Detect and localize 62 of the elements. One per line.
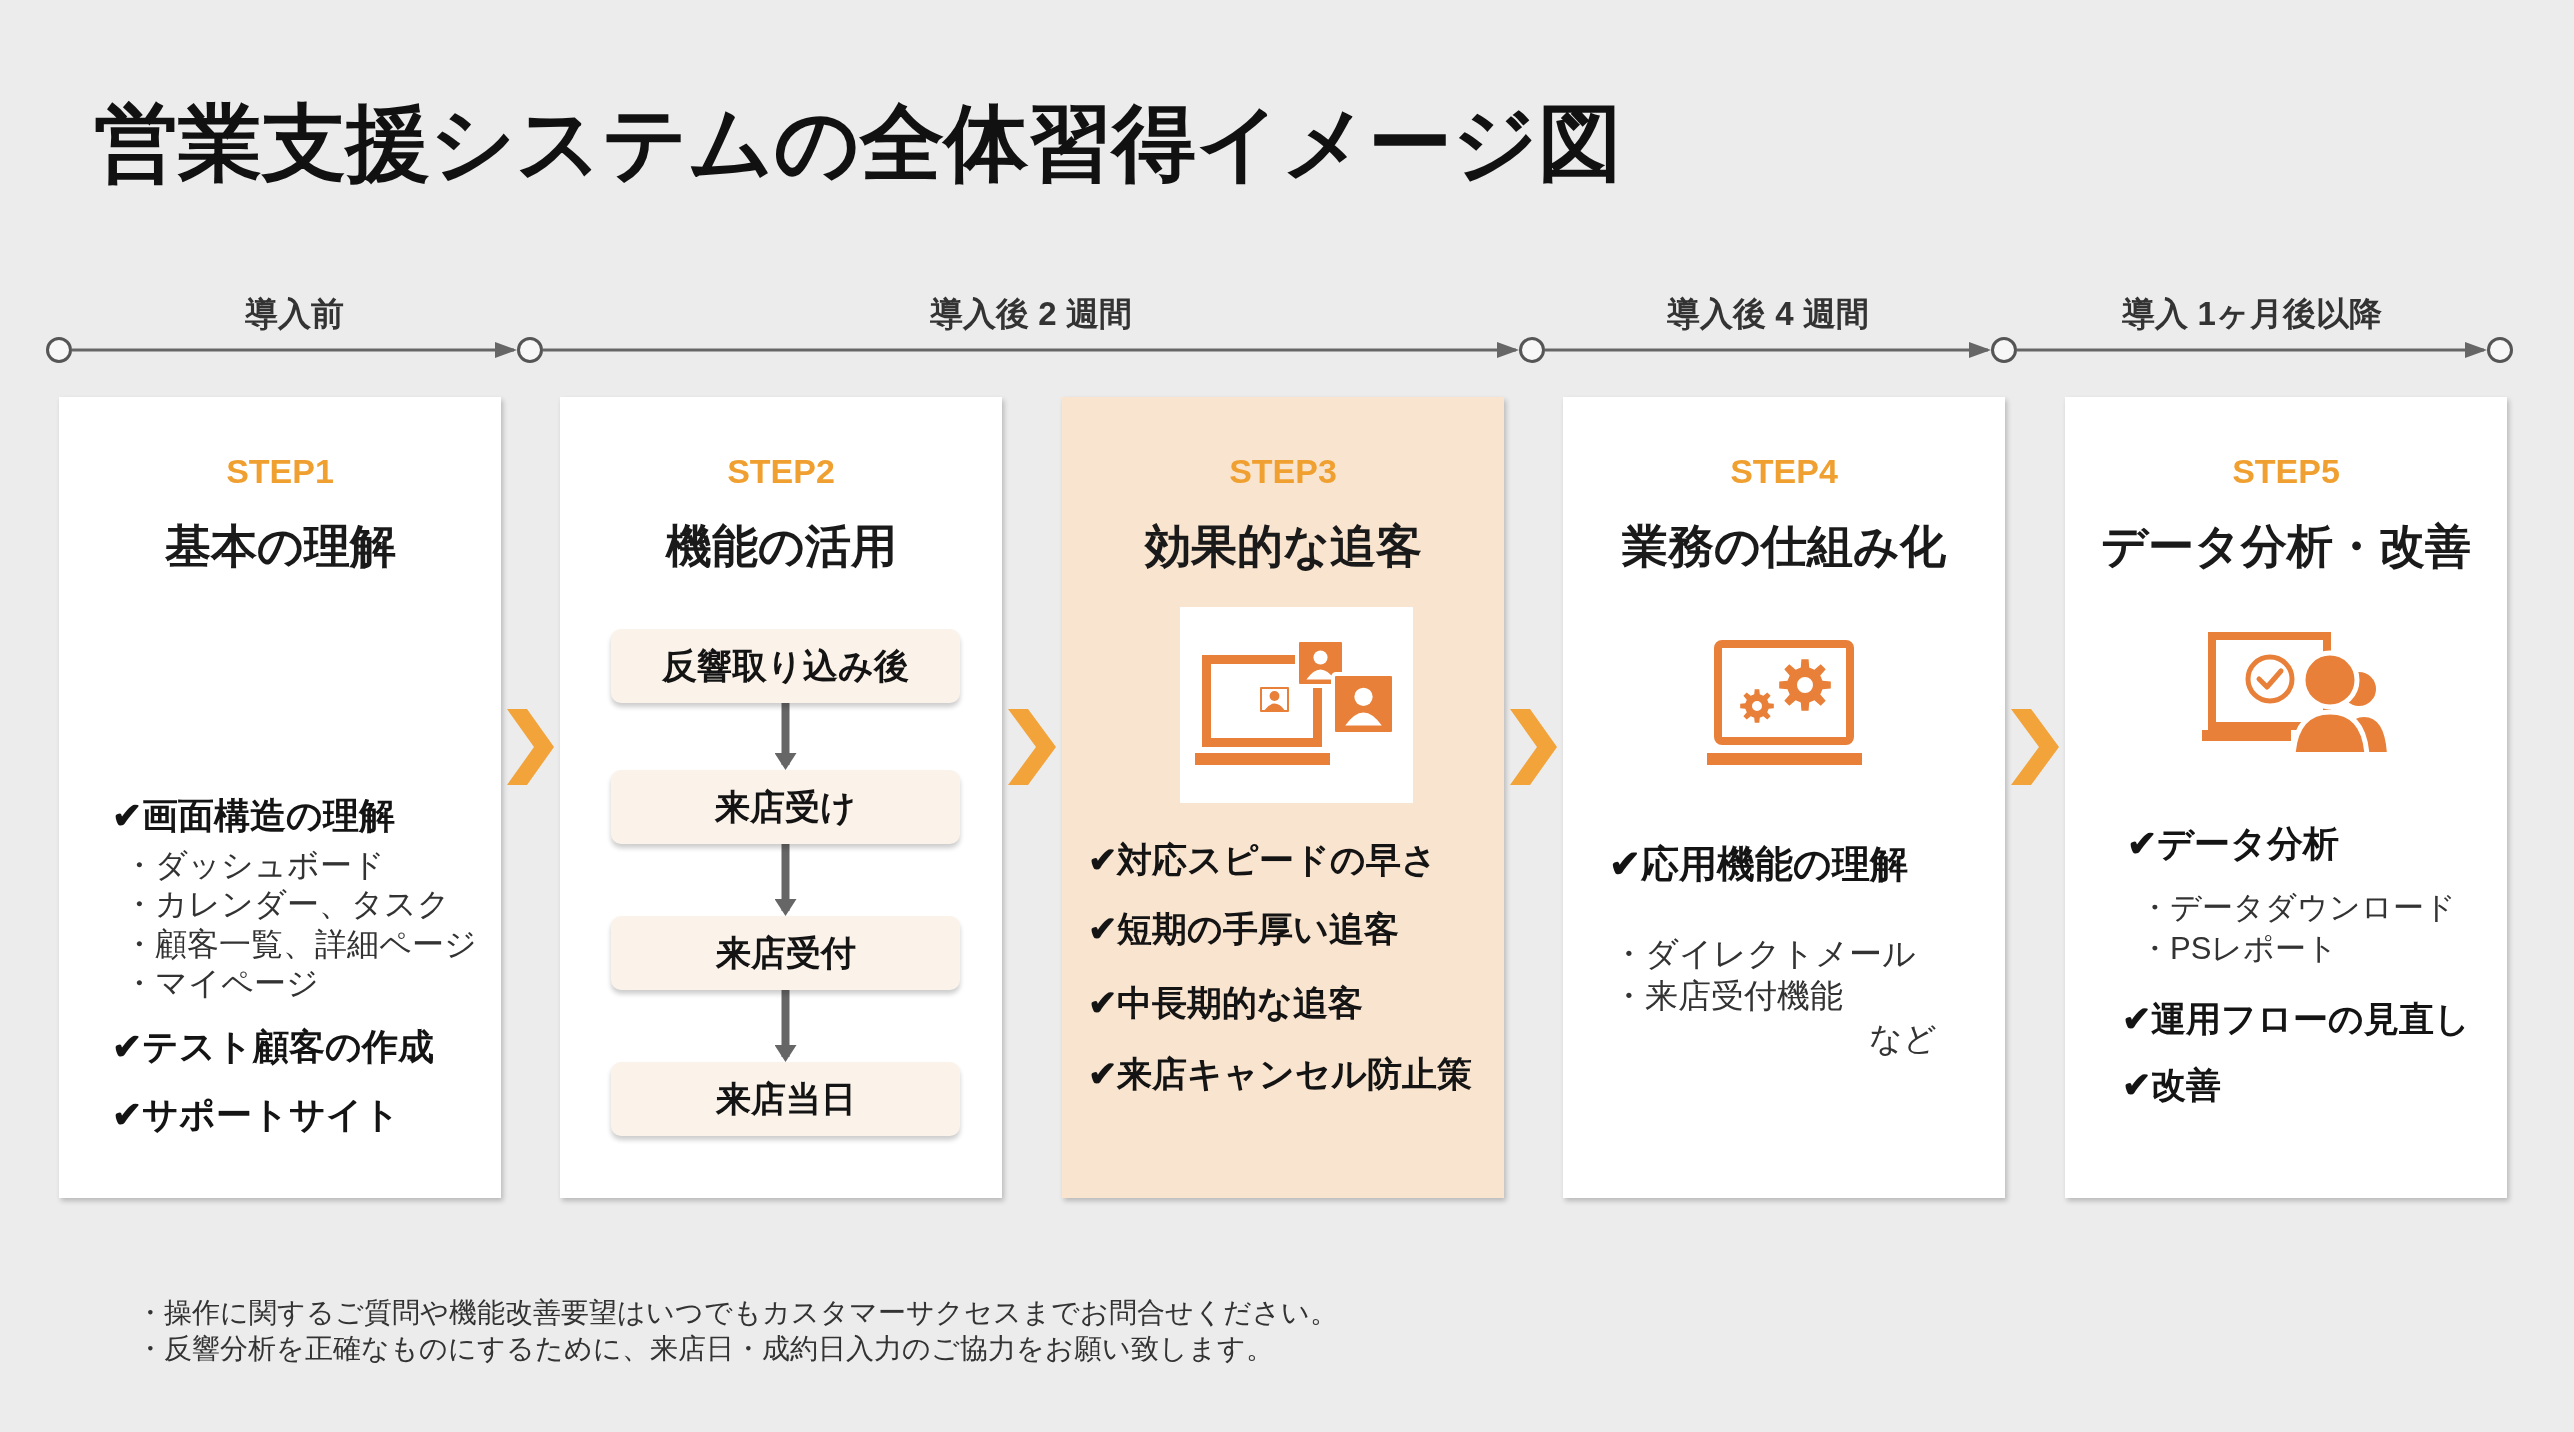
bullet-item: ・PSレポート: [2139, 930, 2339, 968]
edge-label: 導入 1ヶ月後以降: [2122, 294, 2382, 334]
bullet-item: ・ダイレクトメール: [1612, 934, 1916, 974]
process-box: 反響取り込み後: [611, 629, 960, 703]
note-text: ・反響分析を正確なものにするために、来店日・成約日入力のご協力をお願い致します。: [136, 1332, 1274, 1366]
step-label: STEP3: [1229, 450, 1337, 492]
step-label: STEP1: [226, 450, 334, 492]
step-card: [2065, 397, 2507, 1198]
checklist-item: ✔応用機能の理解: [1609, 842, 1908, 888]
timeline-arrow: [2017, 342, 2487, 358]
list-note: など: [1869, 1019, 1937, 1059]
step-card: [1563, 397, 2005, 1198]
bullet-item: ・顧客一覧、詳細ページ: [123, 924, 477, 964]
step-heading: 基本の理解: [164, 519, 396, 575]
checklist-item: ✔来店キャンセル防止策: [1088, 1053, 1472, 1095]
step-heading: 機能の活用: [665, 519, 897, 575]
edge-label: 導入後 2 週間: [930, 294, 1132, 334]
bullet-item: ・カレンダー、タスク: [123, 884, 450, 924]
arrow: [774, 703, 797, 770]
arrow: [774, 990, 797, 1062]
checklist-item: ✔テスト顧客の作成: [112, 1025, 434, 1069]
bullet-item: ・ダッシュボード: [123, 845, 385, 885]
checklist-item: ✔改善: [2122, 1064, 2221, 1106]
timeline-dot: [1519, 337, 1545, 363]
checklist-item: ✔データ分析: [2127, 822, 2339, 866]
timeline-dot: [2487, 337, 2513, 363]
chevron-arrow: [1510, 709, 1557, 785]
checklist-item: ✔対応スピードの早さ: [1088, 839, 1437, 881]
timeline-dot: [517, 337, 543, 363]
timeline-arrow: [1545, 342, 1991, 358]
checklist-item: ✔短期の手厚い追客: [1088, 908, 1399, 950]
chevron-arrow: [1008, 709, 1056, 785]
step-card: [560, 397, 1002, 1198]
edge-label: 導入後 4 週間: [1667, 294, 1869, 334]
bullet-item: ・データダウンロード: [2139, 889, 2456, 927]
process-box: 来店当日: [611, 1062, 960, 1136]
checklist-item: ✔画面構造の理解: [112, 794, 395, 838]
timeline-dot: [1991, 337, 2017, 363]
checklist-item: ✔サポートサイト: [112, 1093, 400, 1137]
timeline-arrow: [543, 342, 1519, 358]
timeline-dot: [46, 337, 72, 363]
bullet-item: ・マイページ: [123, 963, 319, 1003]
checklist-item: ✔運用フローの見直し: [2122, 998, 2470, 1040]
step-card: [1062, 397, 1504, 1198]
edge-label: 導入前: [245, 294, 344, 334]
bullet-item: ・来店受付機能: [1612, 976, 1843, 1016]
step-card: [59, 397, 501, 1198]
process-box: 来店受け: [611, 770, 960, 844]
process-box: 来店受付: [611, 916, 960, 990]
title: 営業支援システムの全体習得イメージ図: [94, 94, 1622, 192]
step-heading: 業務の仕組み化: [1622, 519, 1946, 575]
step-label: STEP4: [1730, 450, 1838, 492]
note-text: ・操作に関するご質問や機能改善要望はいつでもカスタマーサクセスまでお問合せください。: [136, 1296, 1338, 1330]
chevron-arrow: [2011, 709, 2059, 785]
chevron-arrow: [507, 709, 554, 785]
checklist-item: ✔中長期的な追客: [1088, 982, 1363, 1024]
timeline-arrow: [72, 342, 517, 358]
step-heading: データ分析・改善: [2101, 519, 2471, 575]
step-heading: 効果的な追客: [1144, 519, 1422, 575]
step-label: STEP2: [727, 450, 835, 492]
step-label: STEP5: [2232, 450, 2340, 492]
arrow: [774, 844, 797, 916]
